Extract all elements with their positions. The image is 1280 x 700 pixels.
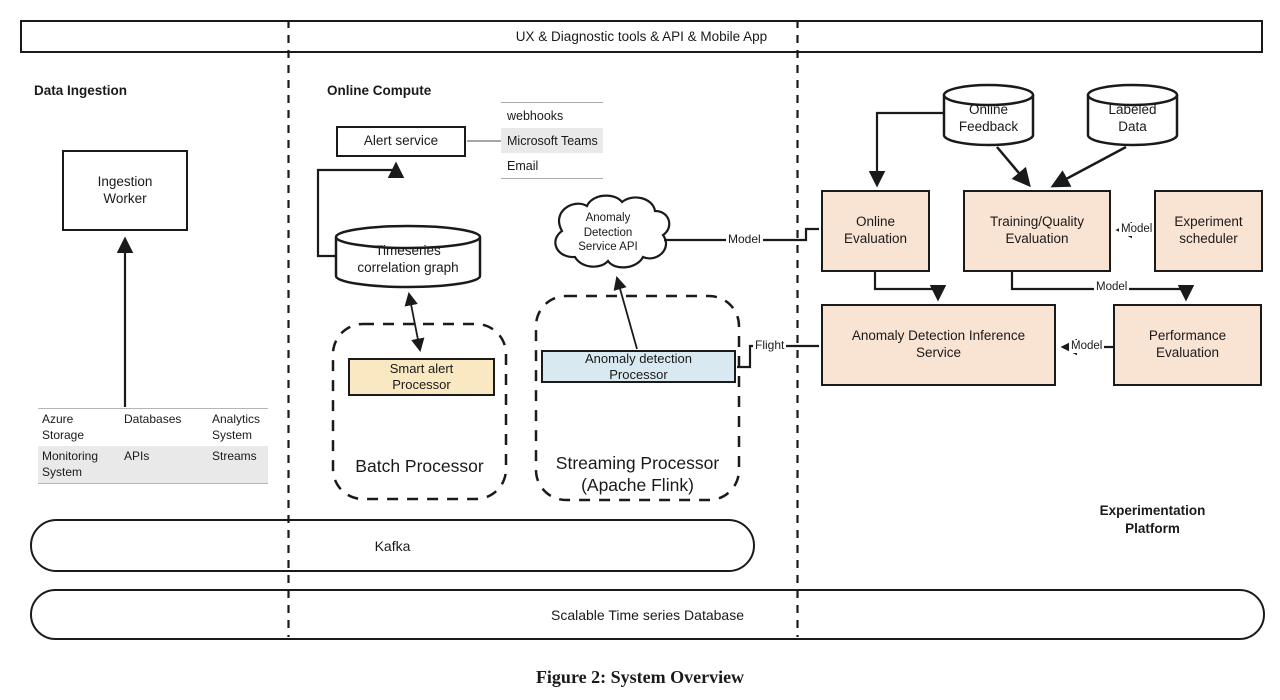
node-online-evaluation: Online Evaluation (821, 190, 930, 272)
node-smart-alert-processor: Smart alert Processor (348, 358, 495, 396)
edge-label-model-training: Model (1094, 281, 1130, 294)
table-cell: Azure Storage (42, 412, 85, 442)
table-row: Monitoring System APIs Streams (38, 446, 268, 484)
node-alert-service: Alert service (336, 126, 466, 157)
top-banner-label: UX & Diagnostic tools & API & Mobile App (515, 29, 768, 44)
node-anomaly-detection-processor: Anomaly detection Processor (541, 350, 736, 383)
arrow-online-feedback-to-online-evaluation (868, 111, 944, 188)
edge-label-flight: Flight (753, 338, 787, 353)
group-label-streaming-processor: Streaming Processor (Apache Flink) (555, 453, 720, 495)
table-row: Azure Storage Databases Analytics System (38, 409, 268, 446)
section-title-experimentation-platform: Experimentation Platform (1099, 503, 1206, 537)
table-cell: Monitoring System (42, 449, 99, 479)
list-item: Microsoft Teams (501, 128, 603, 153)
list-item: webhooks (507, 108, 564, 123)
table-cell: Databases (124, 412, 182, 426)
notification-channels-list: webhooks Microsoft Teams Email (501, 102, 603, 179)
group-label-batch-processor: Batch Processor (355, 456, 484, 476)
figure-caption: Figure 2: System Overview (535, 667, 745, 687)
node-training-quality-evaluation: Training/Quality Evaluation (963, 190, 1111, 272)
cylinder-label-online-feedback: Online Feedback (958, 102, 1019, 134)
cylinder-label-labeled-data: Labeled Data (1108, 102, 1157, 134)
top-banner: UX & Diagnostic tools & API & Mobile App (20, 20, 1263, 53)
node-scalable-timeseries-database: Scalable Time series Database (30, 589, 1265, 640)
arrow-online-eval-to-inference-service (873, 272, 947, 302)
node-experiment-scheduler: Experiment scheduler (1154, 190, 1263, 272)
cylinder-label-timeseries: Timeseries correlation graph (357, 243, 459, 275)
edge-label-model-performance: Model (1069, 340, 1105, 353)
table-cell: APIs (124, 449, 150, 464)
edge-label-model-cloud: Model (726, 232, 763, 247)
table-cell: Analytics System (212, 412, 261, 442)
edge-label-model-scheduler: Model (1119, 223, 1155, 236)
node-performance-evaluation: Performance Evaluation (1113, 304, 1262, 386)
node-kafka: Kafka (30, 519, 755, 572)
cloud-label-service-api: Anomaly Detection Service API (578, 211, 638, 254)
arrow-processor-to-service-api (613, 276, 638, 350)
section-title-online-compute: Online Compute (327, 83, 432, 98)
table-cell: Streams (212, 449, 257, 464)
arrow-online-feedback-to-training (996, 146, 1031, 188)
list-item: Email (507, 158, 539, 173)
node-ingestion-worker: Ingestion Worker (62, 150, 188, 231)
node-anomaly-detection-inference-service: Anomaly Detection Inference Service (821, 304, 1056, 386)
arrow-labeled-data-to-training (1050, 145, 1127, 188)
arrow-timeseries-smart-alert-bidirectional (404, 292, 425, 352)
ingestion-sources-table: Azure Storage Databases Analytics System… (38, 408, 268, 485)
section-title-data-ingestion: Data Ingestion (34, 83, 128, 98)
